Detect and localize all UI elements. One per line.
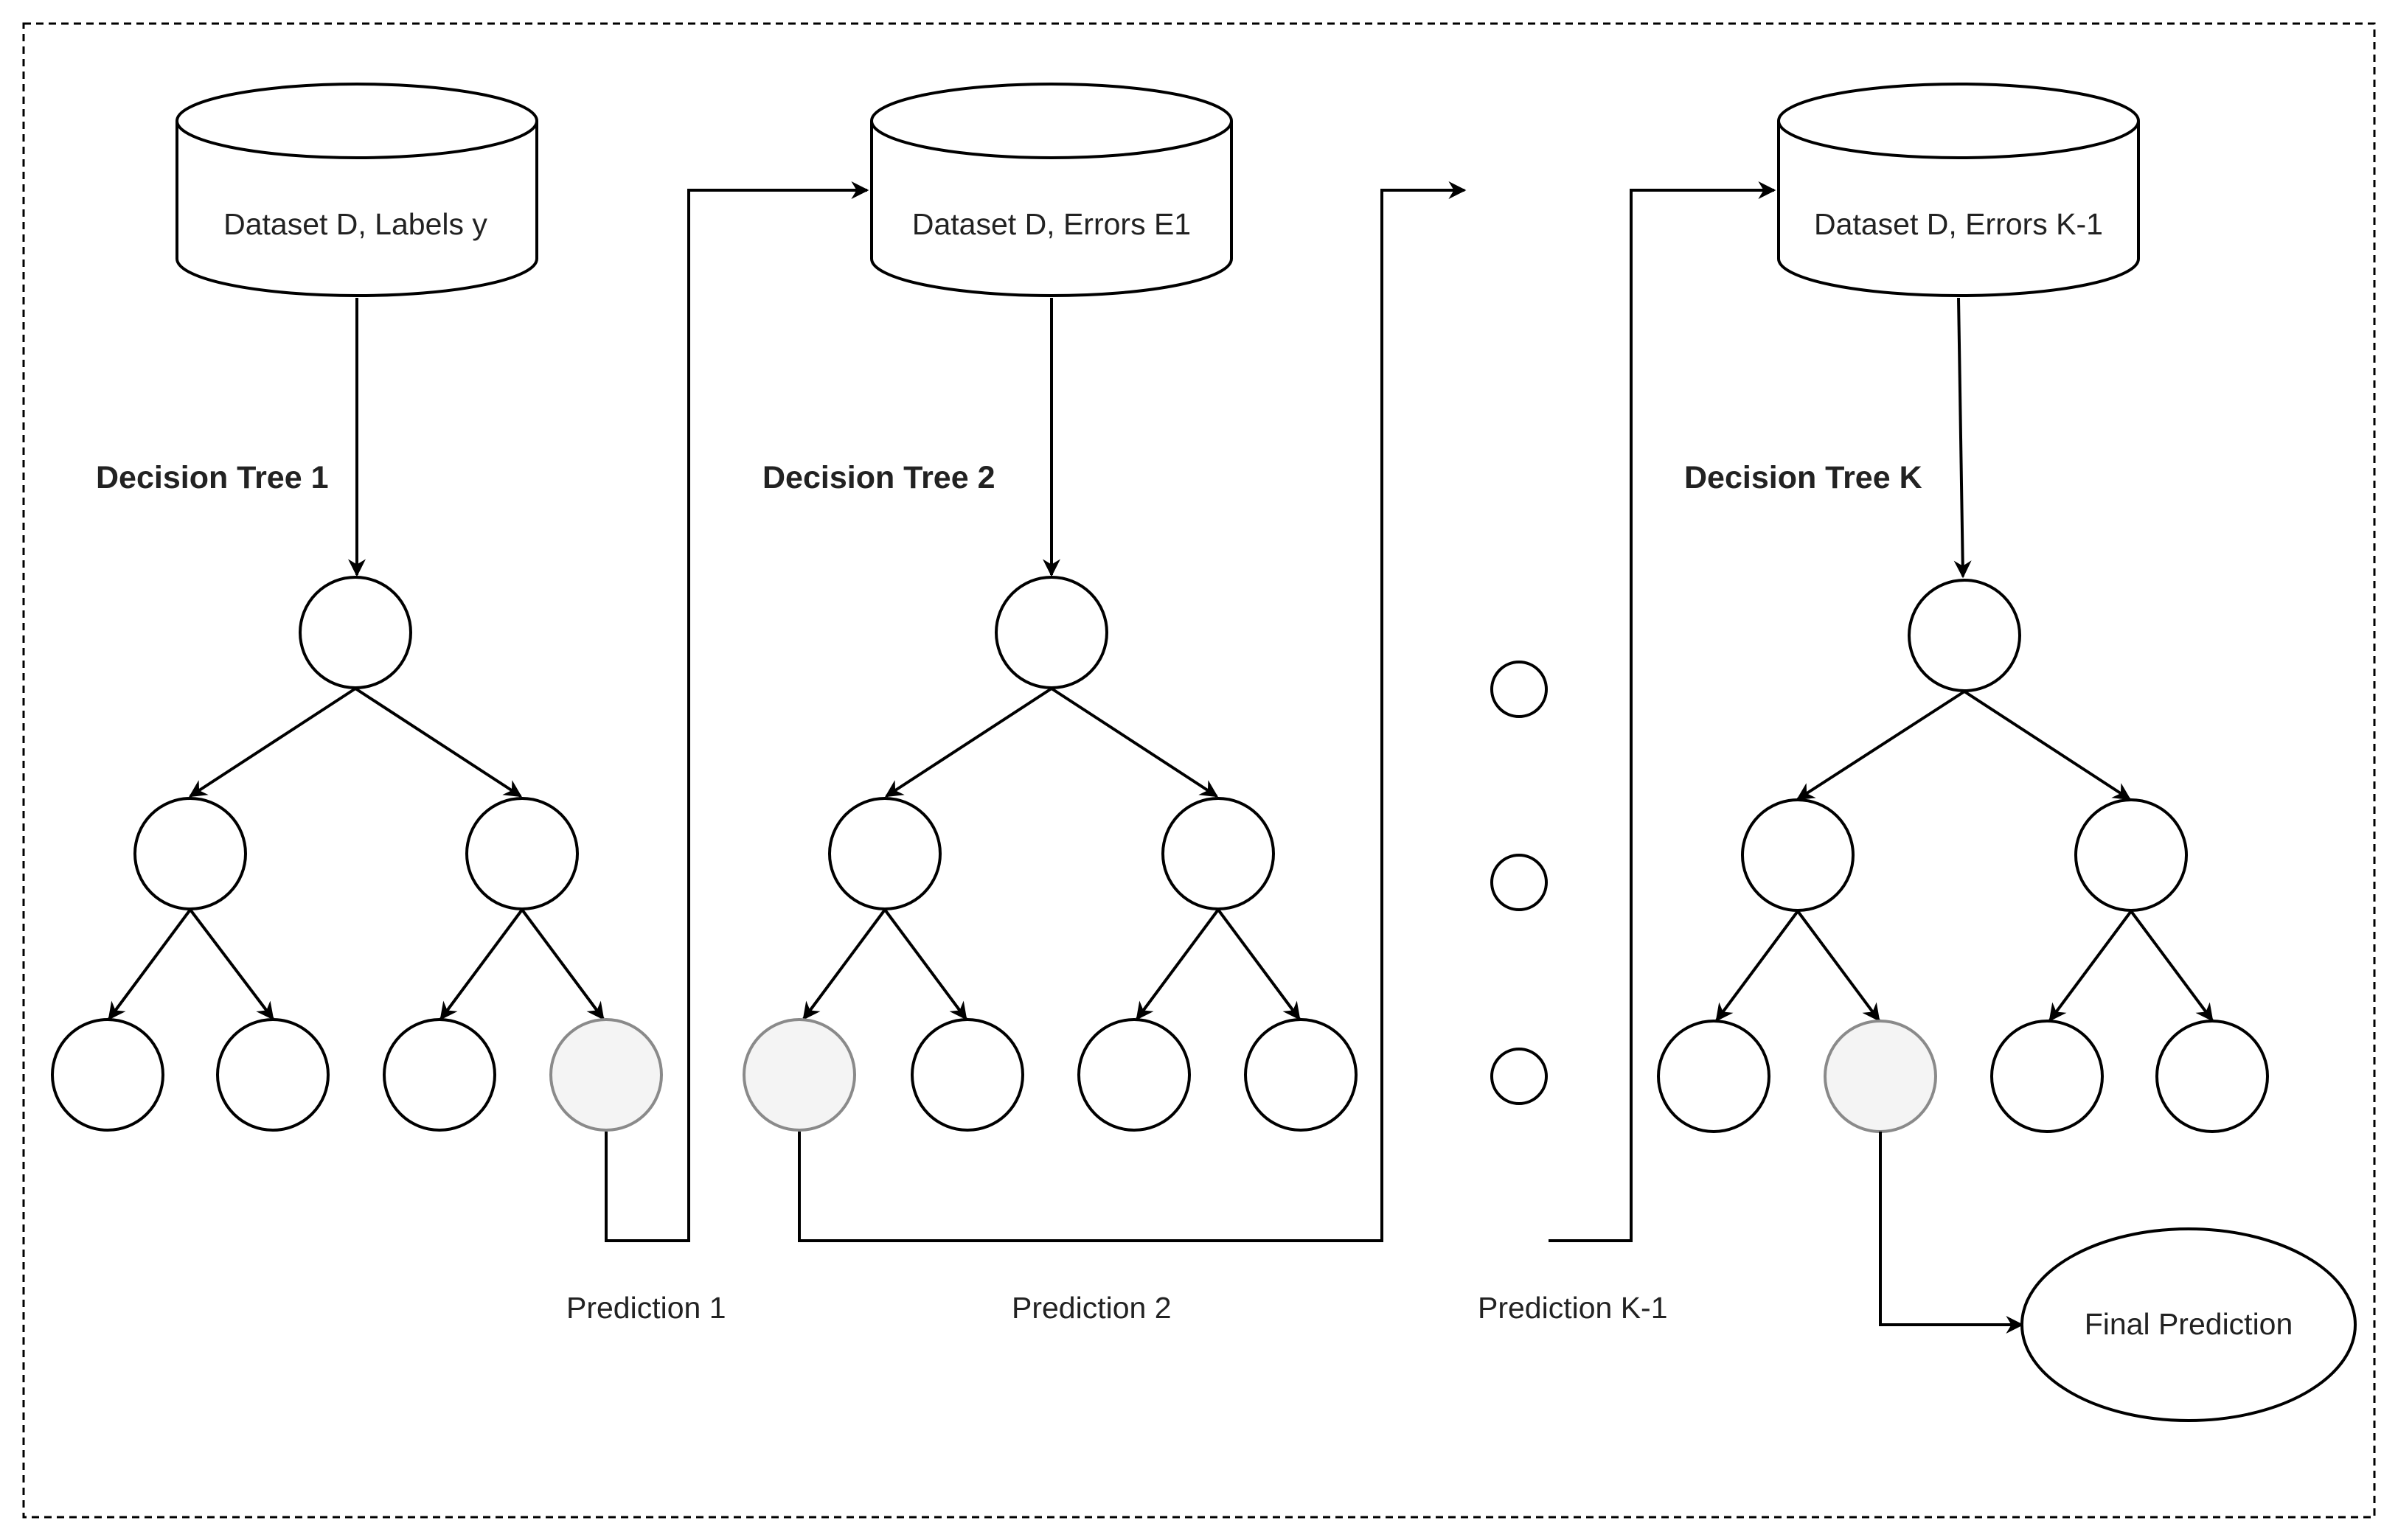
decision-tree-1	[51, 576, 663, 1132]
tree-2-label: Decision Tree 2	[762, 460, 995, 495]
dataset-3-to-tree-k-arrow	[1953, 297, 1972, 579]
prediction-k-1-connector	[1549, 181, 1776, 1242]
ellipsis-dots	[1490, 661, 1548, 1105]
tree-k-leaf-node	[1657, 1020, 1770, 1133]
tree-k-leaf-node	[2155, 1020, 2269, 1133]
tree-2-root-node	[995, 576, 1108, 689]
tree-2-prediction-leaf	[743, 1018, 856, 1132]
tree-1-node	[465, 797, 579, 910]
tree-1-leaf-node	[383, 1018, 496, 1132]
prediction-k-1-label: Prediction K-1	[1478, 1291, 1668, 1325]
tree-2-node	[828, 797, 942, 910]
prediction-2-connector	[798, 181, 1467, 1242]
final-prediction-connector	[1879, 1132, 2024, 1334]
tree-2-leaf-node	[911, 1018, 1024, 1132]
dataset-1-label: Dataset D, Labels y	[223, 207, 487, 241]
tree-1-leaf-node	[51, 1018, 164, 1132]
decision-tree-k	[1657, 579, 2269, 1133]
tree-1-leaf-node	[216, 1018, 330, 1132]
tree-k-node	[2074, 798, 2188, 912]
tree-1-label: Decision Tree 1	[96, 460, 329, 495]
tree-2-leaf-node	[1077, 1018, 1191, 1132]
dataset-cylinder-2: Dataset D, Errors E1	[870, 83, 1233, 297]
tree-2-leaf-node	[1244, 1018, 1358, 1132]
dataset-cylinder-1: Dataset D, Labels y	[175, 83, 538, 297]
prediction-1-connector	[605, 181, 869, 1242]
prediction-1-label: Prediction 1	[566, 1291, 726, 1325]
tree-2-node	[1161, 797, 1275, 910]
tree-k-root-node	[1908, 579, 2021, 692]
ellipsis-dot	[1490, 661, 1548, 718]
ellipsis-dot	[1490, 1048, 1548, 1105]
diagram-border	[22, 22, 2376, 1519]
dataset-cylinder-3: Dataset D, Errors K-1	[1777, 83, 2140, 297]
tree-k-node	[1741, 798, 1855, 912]
dataset-3-label: Dataset D, Errors K-1	[1814, 207, 2103, 241]
tree-1-root-node	[299, 576, 412, 689]
prediction-2-label: Prediction 2	[1012, 1291, 1172, 1325]
tree-k-label: Decision Tree K	[1684, 460, 1922, 495]
tree-1-node	[133, 797, 247, 910]
tree-k-prediction-leaf	[1824, 1020, 1937, 1133]
final-prediction-label: Final Prediction	[2085, 1307, 2293, 1341]
decision-tree-2	[743, 576, 1358, 1132]
dataset-2-label: Dataset D, Errors E1	[912, 207, 1191, 241]
tree-1-prediction-leaf	[549, 1018, 663, 1132]
ellipsis-dot	[1490, 854, 1548, 911]
tree-k-leaf-node	[1990, 1020, 2104, 1133]
final-prediction-node: Final Prediction	[2020, 1227, 2357, 1422]
